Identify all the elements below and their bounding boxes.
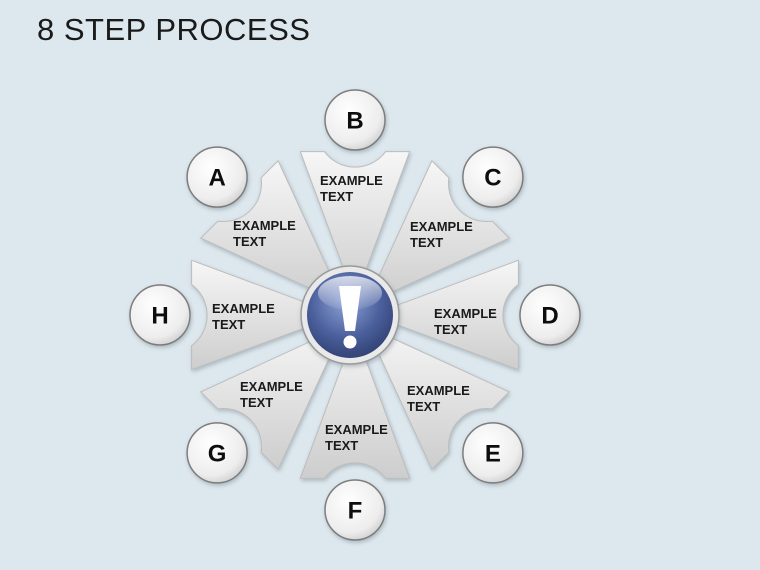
step-letter-e: E [485,440,501,467]
step-letter-b: B [346,108,363,135]
step-letter-g: G [208,440,227,467]
step-node-b: B [324,89,386,151]
exclamation-icon [339,286,361,349]
step-node-d: D [519,284,581,346]
step-letter-h: H [151,303,168,330]
segment-g [199,324,346,471]
step-node-c: C [462,146,524,208]
step-node-h: H [129,284,191,346]
center-circle [300,265,400,365]
segment-h [191,259,341,371]
step-letter-d: D [541,303,558,330]
segment-e [364,324,511,471]
node-layer: A B C D E F G H [129,89,581,541]
step-letter-a: A [208,165,225,192]
page-title: 8 STEP PROCESS [37,12,311,47]
step-node-e: E [462,422,524,484]
step-letter-c: C [484,165,501,192]
segment-f [299,329,411,479]
segment-b [299,151,411,301]
segment-c [364,159,511,306]
step-node-g: G [186,422,248,484]
segment-a [199,159,346,306]
step-node-f: F [324,479,386,541]
step-letter-f: F [348,498,363,525]
step-node-a: A [186,146,248,208]
segment-d [369,259,519,371]
